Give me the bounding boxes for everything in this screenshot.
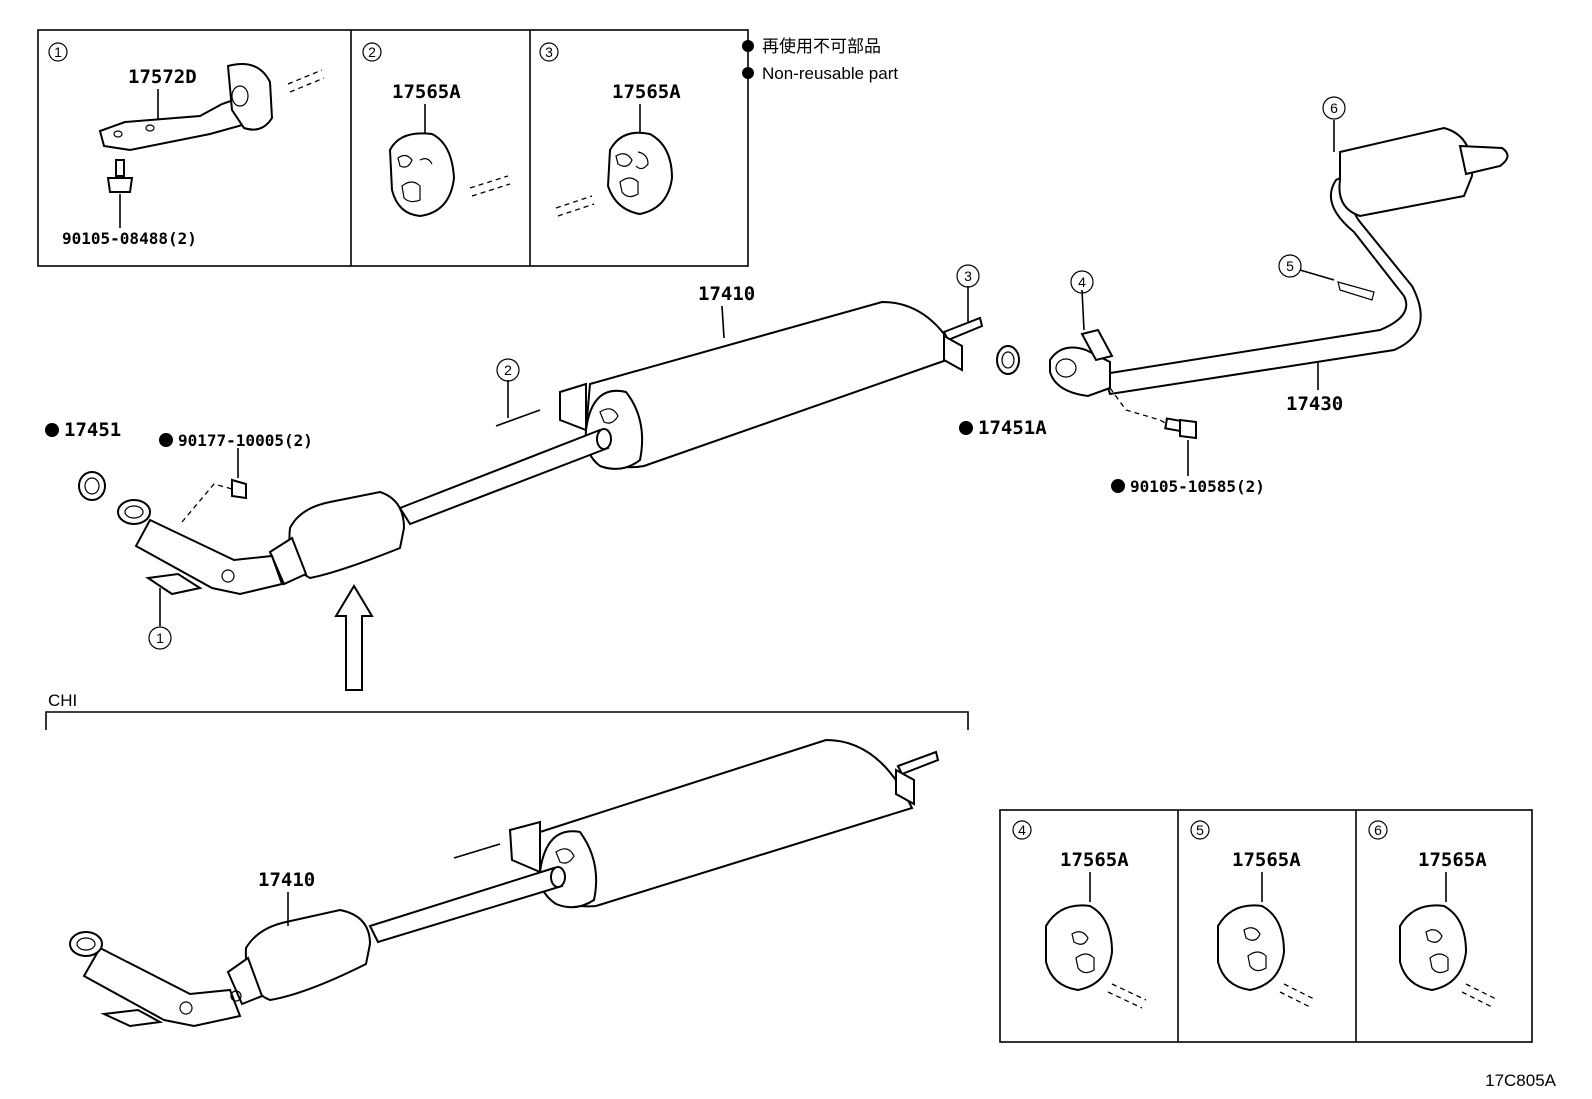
inset-1-bolt-label: 90105-08488(2) <box>62 229 197 248</box>
inset-4[interactable]: 4 17565A <box>1012 820 1147 1009</box>
label-17451A-group[interactable]: 17451A <box>959 417 1047 439</box>
inset-5-part-label: 17565A <box>1232 849 1301 871</box>
rear-muffler <box>1338 126 1474 218</box>
inset-5-number: 5 <box>1196 822 1204 838</box>
svg-text:4: 4 <box>1078 274 1086 290</box>
bolt-icon <box>1179 418 1197 440</box>
chi-variant: CHI 17410 <box>45 691 969 1028</box>
inset-group-bottom: 4 17565A 5 17565A 6 17565A <box>999 809 1533 1043</box>
front-pipe-bend <box>134 518 284 596</box>
inset-4-number: 4 <box>1018 822 1026 838</box>
label-17430[interactable]: 17430 <box>1286 393 1343 415</box>
rubber-hanger-17565A <box>1045 904 1114 992</box>
label-90105-10585: 90105-10585(2) <box>1130 477 1265 496</box>
callout-2[interactable]: 2 <box>496 358 520 382</box>
inset-2[interactable]: 2 17565A <box>362 42 511 218</box>
label-17451A: 17451A <box>978 417 1047 439</box>
main-assembly: 1 2 3 4 5 6 17410 17430 17451 90177-1000… <box>45 96 1509 691</box>
callout-1[interactable]: 1 <box>148 626 172 650</box>
nut-icon <box>231 478 247 500</box>
inset-6-part-label: 17565A <box>1418 849 1487 871</box>
bracket-hanger-block <box>226 63 274 131</box>
inset-5[interactable]: 5 17565A <box>1190 820 1317 1009</box>
inset-1-part-label: 17572D <box>128 66 197 88</box>
callout-3[interactable]: 3 <box>956 264 980 288</box>
non-reusable-dot-icon <box>742 67 754 79</box>
inset-3-part-label: 17565A <box>612 81 681 103</box>
non-reusable-dot-icon <box>159 433 173 447</box>
front-pipe-17410[interactable] <box>117 286 984 626</box>
inset-4-part-label: 17565A <box>1060 849 1129 871</box>
label-17451-group[interactable]: 17451 <box>45 419 121 441</box>
inset-1-number: 1 <box>54 44 62 60</box>
mid-pipe <box>398 428 610 526</box>
inset-6-number: 6 <box>1374 822 1382 838</box>
inset-frame-top <box>37 29 749 267</box>
callout-6[interactable]: 6 <box>1322 96 1346 120</box>
diagram-code: 17C805A <box>1485 1071 1557 1090</box>
tail-tip <box>1458 144 1509 176</box>
label-17410[interactable]: 17410 <box>698 283 755 305</box>
svg-text:5: 5 <box>1286 258 1294 274</box>
label-90105-group[interactable]: 90105-10585(2) <box>1111 477 1265 496</box>
rubber-hanger-17565A <box>1217 904 1286 992</box>
svg-text:3: 3 <box>964 268 972 284</box>
legend: 再使用不可部品 Non-reusable part <box>742 36 898 83</box>
inset-2-number: 2 <box>368 44 376 60</box>
chi-label: CHI <box>48 691 77 710</box>
chi-front-pipe <box>82 946 242 1028</box>
inset-frame-bottom <box>999 809 1533 1043</box>
label-17451: 17451 <box>64 419 121 441</box>
rubber-hanger-17565A <box>1399 904 1468 992</box>
label-90177-10005: 90177-10005(2) <box>178 431 313 450</box>
label-90177-group[interactable]: 90177-10005(2) <box>159 431 313 450</box>
chi-bracket <box>45 711 969 730</box>
arrow-up-icon <box>334 584 374 691</box>
non-reusable-dot-icon <box>959 421 973 435</box>
chi-label-17410[interactable]: 17410 <box>258 869 315 891</box>
tail-pipe-17430[interactable] <box>1049 120 1509 476</box>
non-reusable-dot-icon <box>45 423 59 437</box>
chi-catalytic-converter <box>244 908 372 1002</box>
svg-text:2: 2 <box>504 362 512 378</box>
legend-line-2: Non-reusable part <box>762 64 898 83</box>
non-reusable-dot-icon <box>742 40 754 52</box>
catalytic-converter <box>288 490 406 580</box>
bolt-icon <box>106 177 134 193</box>
inset-3-number: 3 <box>545 44 553 60</box>
legend-line-1: 再使用不可部品 <box>762 36 881 56</box>
gasket-17451 <box>78 471 106 501</box>
inset-1[interactable]: 1 17572D 90105-08488(2) <box>48 42 325 248</box>
svg-text:1: 1 <box>156 630 164 646</box>
chi-mid-pipe <box>368 866 564 944</box>
callout-4[interactable]: 4 <box>1070 270 1094 294</box>
non-reusable-dot-icon <box>1111 479 1125 493</box>
rubber-hanger-17565A <box>388 132 456 218</box>
rubber-hanger-17565A <box>606 131 674 216</box>
callout-5[interactable]: 5 <box>1278 254 1302 278</box>
chi-pipe-17410[interactable] <box>69 738 940 1028</box>
inset-3[interactable]: 3 17565A <box>539 42 681 217</box>
inset-group-top: 1 17572D 90105-08488(2) 2 17565A <box>37 29 749 267</box>
inset-6[interactable]: 6 17565A <box>1368 820 1499 1009</box>
svg-text:6: 6 <box>1330 100 1338 116</box>
gasket-17451A <box>996 345 1020 375</box>
inset-2-part-label: 17565A <box>392 81 461 103</box>
